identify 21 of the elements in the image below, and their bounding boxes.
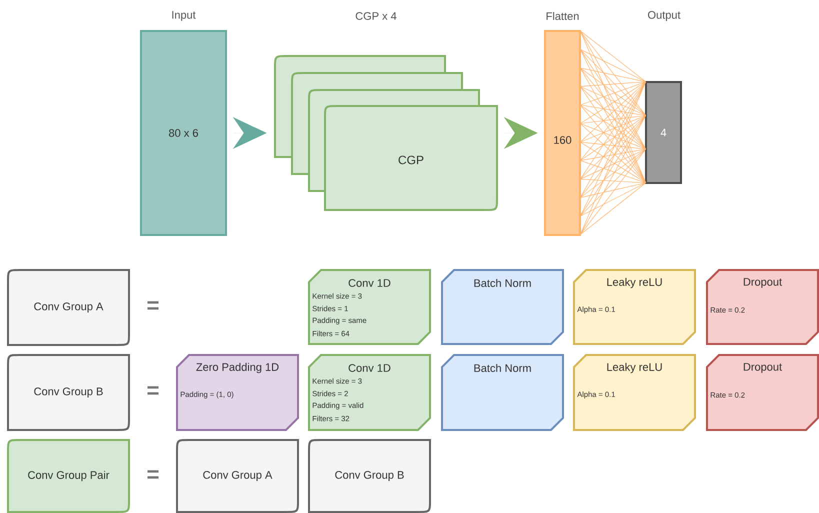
- equals-sign: =: [148, 386, 159, 395]
- output-layer-box: 4: [645, 81, 682, 184]
- group-box: Conv Group A: [176, 439, 299, 513]
- input-layer-box: 80 x 6: [140, 30, 227, 236]
- layer-title: Input: [172, 11, 196, 21]
- arrow: [504, 117, 538, 149]
- layer-title: Flatten: [546, 12, 579, 20]
- group-box: Conv Group Pair: [7, 439, 130, 513]
- arrow: [232, 117, 267, 149]
- layer-title: CGP x 4: [356, 12, 396, 20]
- equals-sign: =: [148, 301, 159, 310]
- group-box: Conv Group B: [7, 354, 130, 431]
- batch-norm-box: Batch Norm: [441, 269, 564, 345]
- connection-lines: [580, 30, 646, 236]
- group-box: Conv Group A: [7, 269, 130, 346]
- layer-title: Output: [648, 11, 680, 21]
- equals-sign: =: [148, 470, 159, 479]
- stacked-cards-drawing: CGP: [274, 55, 498, 211]
- flatten-layer-box: 160: [544, 30, 581, 236]
- batch-norm-box: Batch Norm: [441, 354, 564, 431]
- group-box: Conv Group B: [308, 439, 431, 513]
